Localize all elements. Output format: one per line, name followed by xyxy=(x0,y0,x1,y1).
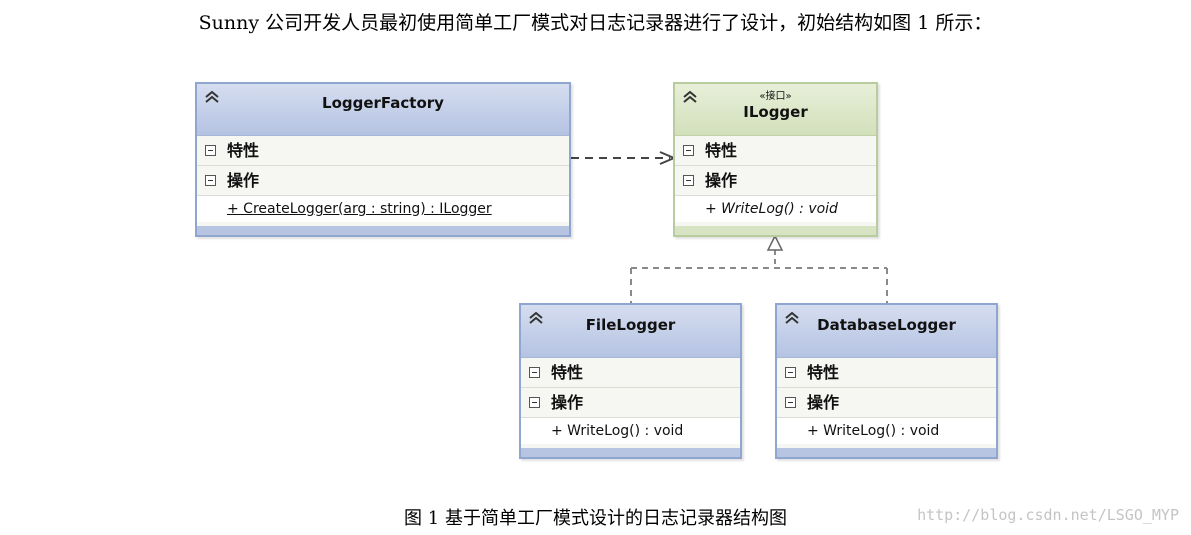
compartment-minus-icon xyxy=(205,175,216,186)
collapse-chevron-icon xyxy=(785,311,799,324)
watermark: http://blog.csdn.net/LSGO_MYP xyxy=(917,506,1179,524)
figure-caption: 图 1 基于简单工厂模式设计的日志记录器结构图 xyxy=(404,508,787,529)
compartment-label: 操作 xyxy=(705,171,738,190)
class-name: DatabaseLogger xyxy=(817,316,956,334)
compartment-label: 特性 xyxy=(807,363,840,382)
class-footer xyxy=(777,448,996,457)
compartment-minus-icon xyxy=(683,175,694,186)
compartment-minus-icon xyxy=(529,397,540,408)
attributes-compartment: 特性 xyxy=(777,358,996,388)
class-footer xyxy=(521,448,740,457)
operation-signature: + WriteLog() : void xyxy=(675,196,876,222)
class-ilogger: «接口» ILogger 特性 操作 + WriteLog() : void xyxy=(673,82,878,237)
attributes-compartment: 特性 xyxy=(521,358,740,388)
class-footer xyxy=(197,226,569,235)
collapse-chevron-icon xyxy=(683,90,697,103)
operations-compartment: 操作 xyxy=(521,388,740,418)
operation-signature: + CreateLogger(arg : string) : ILogger xyxy=(197,196,569,222)
class-name: ILogger xyxy=(743,103,808,121)
class-name: LoggerFactory xyxy=(322,94,444,112)
class-footer xyxy=(675,226,876,235)
operations-compartment: 操作 xyxy=(777,388,996,418)
compartment-label: 操作 xyxy=(807,393,840,412)
compartment-minus-icon xyxy=(683,145,694,156)
class-header: LoggerFactory xyxy=(197,84,569,136)
collapse-chevron-icon xyxy=(205,90,219,103)
class-database-logger: DatabaseLogger 特性 操作 + WriteLog() : void xyxy=(775,303,998,459)
compartment-label: 特性 xyxy=(705,141,738,160)
class-logger-factory: LoggerFactory 特性 操作 + CreateLogger(arg :… xyxy=(195,82,571,237)
compartment-label: 特性 xyxy=(227,141,260,160)
attributes-compartment: 特性 xyxy=(197,136,569,166)
hollow-triangle-head xyxy=(766,234,784,251)
class-header: «接口» ILogger xyxy=(675,84,876,136)
class-stereotype: «接口» xyxy=(759,91,792,102)
class-header: FileLogger xyxy=(521,305,740,358)
compartment-label: 操作 xyxy=(551,393,584,412)
class-file-logger: FileLogger 特性 操作 + WriteLog() : void xyxy=(519,303,742,459)
operations-compartment: 操作 xyxy=(197,166,569,196)
class-header: DatabaseLogger xyxy=(777,305,996,358)
attributes-compartment: 特性 xyxy=(675,136,876,166)
operations-compartment: 操作 xyxy=(675,166,876,196)
collapse-chevron-icon xyxy=(529,311,543,324)
compartment-minus-icon xyxy=(785,397,796,408)
compartment-minus-icon xyxy=(205,145,216,156)
operation-signature: + WriteLog() : void xyxy=(521,418,740,444)
compartment-label: 操作 xyxy=(227,171,260,190)
intro-text: Sunny 公司开发人员最初使用简单工厂模式对日志记录器进行了设计，初始结构如图… xyxy=(198,12,993,34)
compartment-minus-icon xyxy=(529,367,540,378)
compartment-label: 特性 xyxy=(551,363,584,382)
compartment-minus-icon xyxy=(785,367,796,378)
class-name: FileLogger xyxy=(585,316,676,334)
operation-signature: + WriteLog() : void xyxy=(777,418,996,444)
